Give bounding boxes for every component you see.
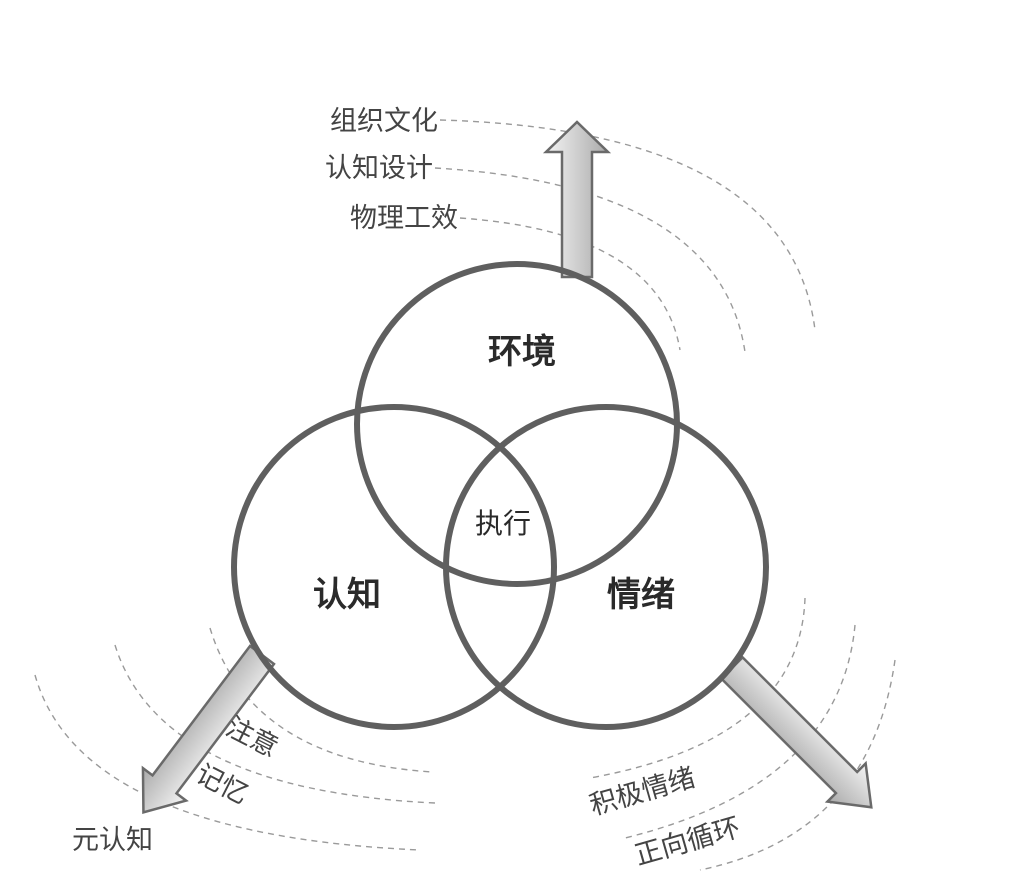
circle-cognition (231, 404, 557, 730)
circle-emotion (443, 404, 769, 730)
arrow-down-right (719, 655, 873, 809)
arrow-down-left (141, 644, 276, 814)
factor-organizational-culture: 组织文化 (330, 106, 438, 137)
factor-memory: 记忆 (191, 759, 253, 811)
emotion-dashed-arcs (589, 597, 896, 871)
factor-metacognition: 元认知 (72, 825, 153, 856)
arrow-up (542, 120, 612, 279)
label-cognition: 认知 (313, 575, 381, 615)
environment-dashed-arcs (434, 119, 816, 353)
factor-attention: 注意 (221, 712, 283, 764)
label-environment: 环境 (488, 332, 556, 372)
factor-physical-ergonomics: 物理工效 (350, 203, 458, 234)
factor-cognitive-design: 认知设计 (325, 153, 433, 184)
label-execution: 执行 (475, 507, 531, 540)
factor-positive-emotion: 积极情绪 (586, 762, 698, 822)
label-emotion: 情绪 (607, 575, 675, 615)
